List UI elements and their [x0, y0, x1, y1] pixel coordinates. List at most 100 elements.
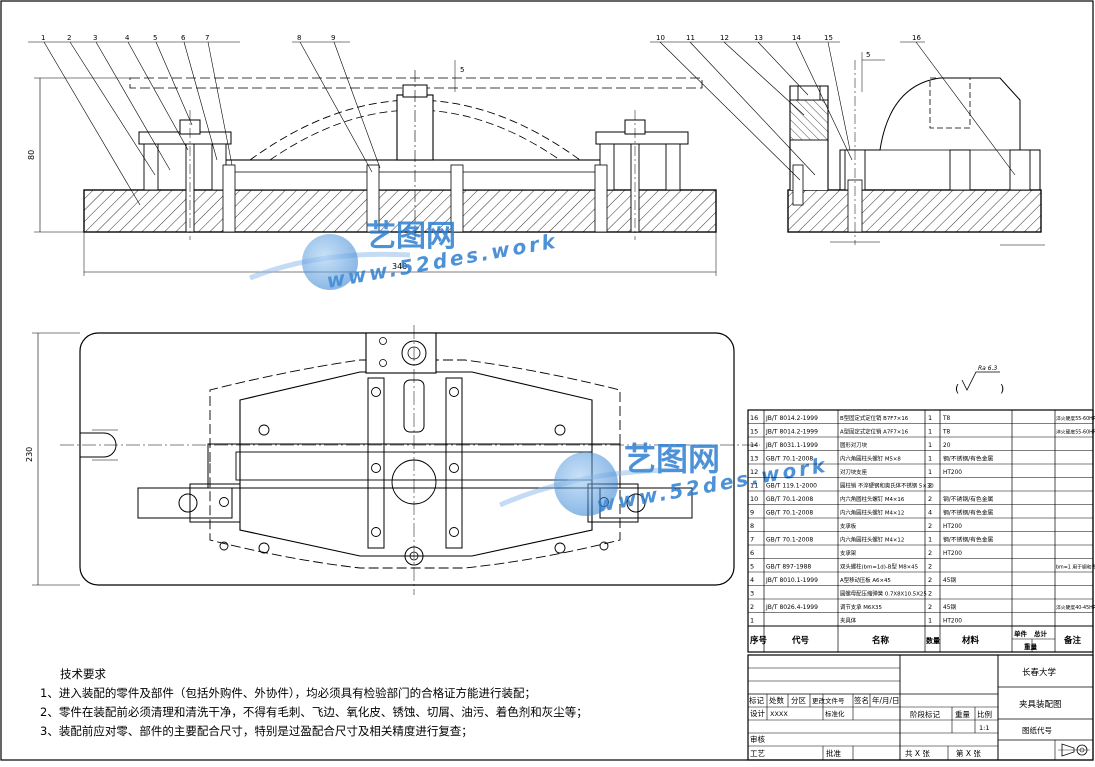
- bom-row-no: 7: [750, 536, 754, 544]
- bom-row-qty: 2: [928, 563, 932, 571]
- bom-row-qty: 1: [928, 536, 932, 544]
- roughness-check-icon: [961, 371, 1000, 391]
- balloon-5: 5: [153, 34, 157, 42]
- bom-row-no: 9: [750, 509, 754, 517]
- bom-row-qty: 2: [928, 603, 932, 611]
- rev-header-date: 年/月/日: [872, 695, 900, 705]
- bom-header-unit: 单件: [1014, 629, 1028, 638]
- balloon-4: 4: [125, 34, 130, 42]
- bom-row-note: 淬火硬度55-60HRC: [1056, 429, 1095, 436]
- bom-row-no: 11: [750, 482, 758, 490]
- bom-row-code: GB/T 70.1-2008: [766, 537, 813, 544]
- balloon-labels-side: 10 11 12 13 14 15 16: [656, 34, 921, 42]
- bom-row-material: 钢/不锈钢/有色金属: [943, 455, 993, 463]
- scale-label: 比例: [977, 709, 992, 719]
- bom-row-material: 20: [943, 443, 951, 449]
- plan-view: [32, 325, 760, 595]
- bom-row-qty: 1: [928, 441, 932, 449]
- bom-row-code: GB/T 70.1-2008: [766, 456, 813, 463]
- bom-row-no: 5: [750, 563, 754, 571]
- bom-row-name: 内六角圆柱头螺钉 M4×12: [840, 536, 904, 544]
- school-name: 长春大学: [1022, 667, 1057, 678]
- rev-header-zone: 分区: [791, 696, 806, 705]
- bom-row-name: 圆柱销 不淬硬钢和奥氏体不锈钢 5×30: [840, 482, 934, 490]
- balloon-labels-front: 1 2 3 4 5 6 7 8 9: [41, 34, 335, 42]
- bom-row-name: 圆形对刀块: [840, 441, 868, 449]
- bom-row-material: T8: [942, 430, 951, 436]
- design-value: XXXX: [770, 710, 788, 718]
- balloon-14: 14: [792, 34, 801, 42]
- bom-header-material: 材料: [961, 635, 980, 646]
- bom-header-no: 序号: [749, 635, 768, 646]
- balloon-3: 3: [93, 34, 97, 42]
- bom-row-name: 内六角圆柱头螺钉 M4×12: [840, 509, 904, 517]
- bom-row-no: 15: [750, 428, 758, 436]
- stage-label: 阶段标记: [910, 709, 940, 719]
- bom-row-qty: 4: [928, 509, 932, 517]
- svg-text:): ): [1000, 382, 1004, 395]
- bom-row-no: 12: [750, 468, 758, 476]
- bom-row-name: 支承架: [840, 549, 857, 557]
- balloon-11: 11: [686, 34, 695, 42]
- dim-width-plan: 230: [25, 447, 34, 462]
- balloon-13: 13: [754, 34, 763, 42]
- bom-row-qty: 1: [928, 468, 932, 476]
- title-block: [747, 654, 1094, 761]
- sheet-no: 第 X 张: [956, 748, 981, 758]
- bom-row-name: 内六角圆柱头螺钉 M4×16: [840, 495, 905, 503]
- bom-row-code: JB/T 8014.2-1999: [765, 415, 818, 422]
- bom-row-name: 支承板: [840, 522, 857, 530]
- sheet-total: 共 X 张: [905, 749, 930, 758]
- bom-row-name: A型移动压板 A6×45: [840, 576, 891, 584]
- rev-header-doc: 更改文件号: [812, 696, 845, 705]
- watermark-mid: 艺图网 www.52des.work: [498, 440, 830, 517]
- bom-row-qty: 1: [928, 428, 932, 436]
- title-block-text: 长春大学 夹具装配图 图纸代号 标记 处数 分区 更改文件号 签名 年/月/日 …: [749, 667, 1062, 758]
- bom-row-name: A型固定式定位销 A7F7×16: [840, 428, 909, 436]
- dim-section: 5: [866, 51, 870, 59]
- bom-row-no: 3: [750, 590, 754, 598]
- svg-text:(: (: [955, 382, 959, 395]
- front-view: [28, 41, 717, 276]
- bom-row-no: 10: [750, 495, 758, 503]
- rev-header-count: 处数: [769, 695, 784, 705]
- bom-row-material: 钢/不锈钢/有色金属: [943, 509, 993, 517]
- bom-row-name: 内六角圆柱头螺钉 M5×8: [840, 455, 901, 463]
- bom-row-qty: 2: [928, 576, 932, 584]
- bom-row-qty: 2: [928, 522, 932, 530]
- bom-row-name: 圆螺母配压缩弹簧 0.7X8X10.5X25: [840, 590, 927, 598]
- design-label: 设计: [750, 708, 765, 718]
- bom-row-material: HT200: [943, 551, 962, 557]
- bom-row-no: 4: [750, 576, 754, 584]
- scale-value: 1:1: [979, 724, 989, 732]
- bom-header-name: 名称: [872, 635, 890, 646]
- bom-header-weight: 重量: [1024, 642, 1038, 651]
- bom-row-material: 钢/不锈钢/有色金属: [943, 495, 993, 503]
- bom-header-code: 代号: [791, 635, 810, 646]
- bom-row-code: GB/T 70.1-2008: [766, 496, 813, 503]
- bom-row-code: GB/T 897-1988: [766, 564, 811, 571]
- rev-header-mark: 标记: [749, 695, 764, 705]
- bom-row-code: JB/T 8010.1-1999: [765, 577, 818, 584]
- tech-req-line-1: 1、进入装配的零件及部件（包括外购件、外协件），均必须具有检验部门的合格证方能进…: [40, 686, 536, 700]
- bom-row-qty: 2: [928, 590, 932, 598]
- approve-label: 批准: [826, 748, 841, 758]
- bom-row-note: 淬火硬度40-45HRC: [1056, 604, 1095, 611]
- bom-row-note: bm=1 用于钢和青铜: [1056, 564, 1095, 571]
- bom-row-material: 45钢: [943, 576, 956, 584]
- roughness-symbol: ( Ra 6.3 ): [955, 365, 1004, 395]
- side-view: [650, 41, 1045, 246]
- bom-row-no: 16: [750, 414, 758, 422]
- bom-row-code: GB/T 70.1-2008: [766, 510, 813, 517]
- bom-row-qty: 2: [928, 549, 932, 557]
- standardize-label: 标准化: [825, 709, 845, 718]
- watermark-globe-icon-2: [554, 452, 618, 516]
- bom-row-name: 双头螺柱(bm=1d)-B型 M8×45: [840, 563, 918, 571]
- tech-req-title: 技术要求: [60, 667, 106, 681]
- bom-row-qty: 2: [928, 495, 932, 503]
- balloon-2: 2: [67, 34, 71, 42]
- bom-header-qty: 数量: [926, 636, 940, 645]
- process-label: 工艺: [750, 749, 765, 758]
